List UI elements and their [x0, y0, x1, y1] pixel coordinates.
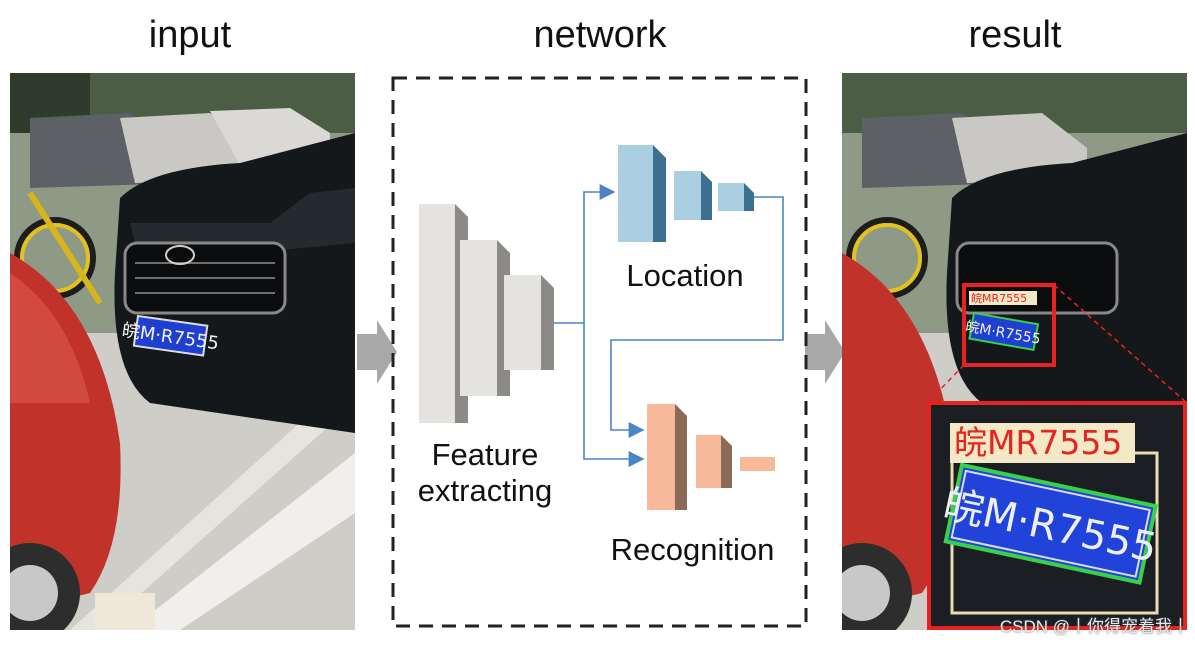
zoom-inset: 皖MR7555 皖M·R7555: [929, 403, 1185, 628]
result-street-scene: 皖MR7555 皖M·R7555 皖MR7555 皖M·R7555: [842, 73, 1187, 630]
csdn-watermark: CSDN @丨你得宠着我丨: [1000, 612, 1189, 637]
feature-extracting-label: Feature extracting: [395, 437, 575, 509]
location-label: Location: [595, 258, 775, 294]
result-photo: 皖MR7555 皖M·R7555 皖MR7555 皖M·R7555: [842, 73, 1187, 630]
recognition-label: Recognition: [590, 532, 795, 568]
input-title: input: [110, 14, 270, 57]
feature-extractor-blocks: [419, 204, 554, 423]
small-detection-label: 皖MR7555: [971, 291, 1027, 305]
result-title: result: [935, 14, 1095, 57]
recognition-blocks: [647, 404, 775, 510]
location-blocks: [618, 145, 754, 242]
input-photo: 皖M·R7555: [10, 73, 355, 630]
zoom-detection-label: 皖MR7555: [954, 423, 1122, 462]
input-street-scene: 皖M·R7555: [10, 73, 355, 630]
network-title: network: [500, 14, 700, 57]
